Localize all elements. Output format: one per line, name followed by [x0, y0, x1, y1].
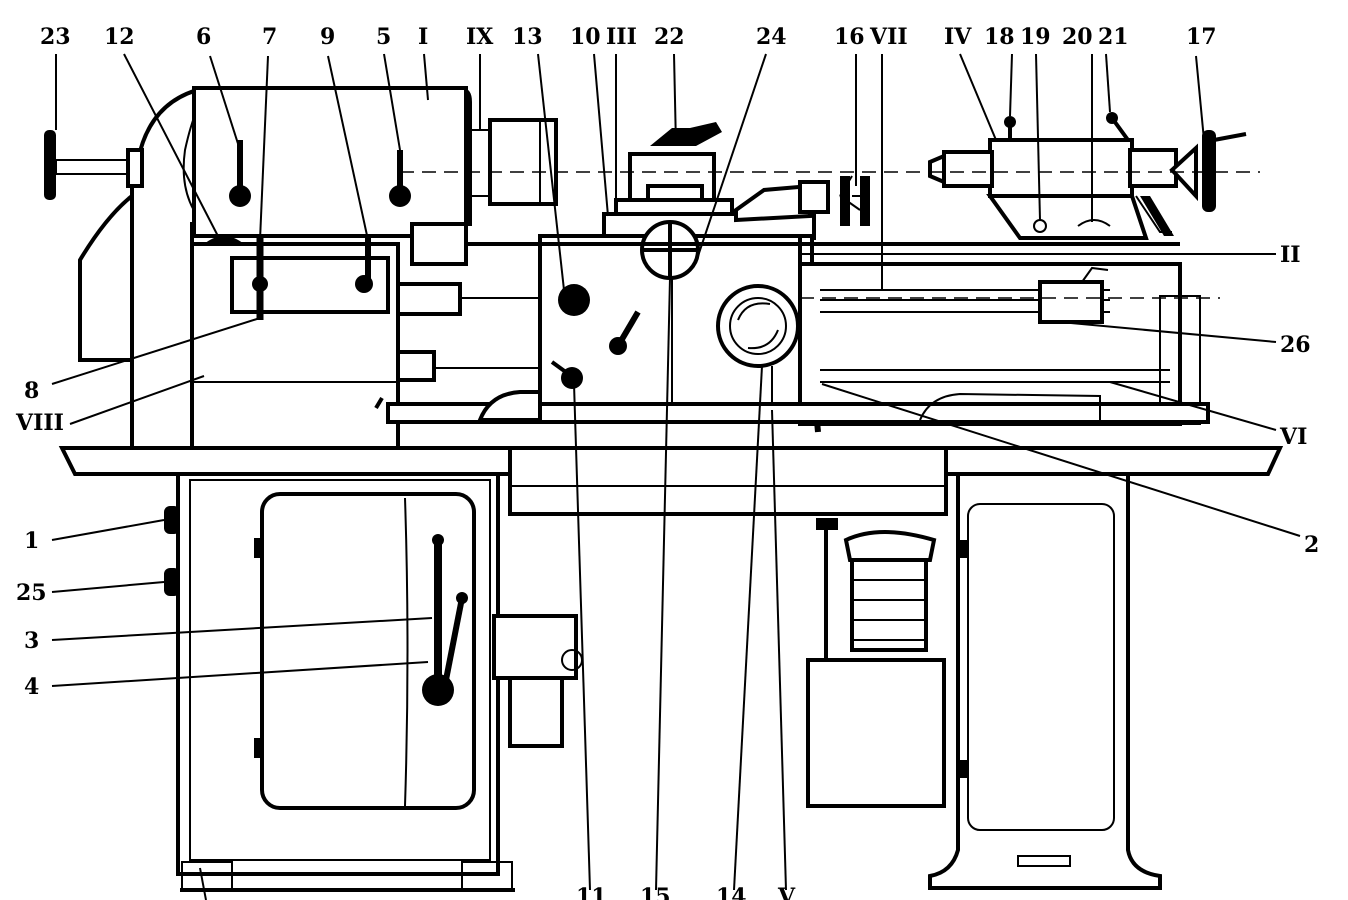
label-IV: IV	[944, 24, 972, 50]
label-1: 1	[24, 528, 39, 554]
label-II: II	[1280, 242, 1301, 268]
label-11: 11	[576, 884, 607, 900]
leader-lines	[51, 53, 1301, 900]
label-15: 15	[640, 884, 671, 900]
label-5: 5	[376, 24, 391, 50]
label-III: III	[606, 24, 637, 50]
follower-rest	[734, 175, 870, 226]
headstock	[44, 85, 558, 450]
label-25: 25	[16, 580, 47, 606]
label-10: 10	[570, 24, 601, 50]
bed-ways	[374, 242, 1210, 426]
label-3: 3	[24, 628, 39, 654]
label-26: 26	[1280, 332, 1311, 358]
left-pedestal	[164, 472, 583, 892]
label-VI: VI	[1279, 424, 1307, 450]
label-19: 19	[1020, 24, 1051, 50]
label-14: 14	[716, 884, 747, 900]
label-I: I	[418, 24, 428, 50]
callout-labels: 23 12 6 7 9 5 I IX 13 10 III 22 24 16 VI…	[15, 24, 1319, 900]
label-16: 16	[834, 24, 865, 50]
label-8: 8	[24, 378, 39, 404]
label-9: 9	[320, 24, 335, 50]
right-pedestal	[928, 472, 1162, 890]
tailstock	[928, 112, 1247, 240]
label-20: 20	[1062, 24, 1093, 50]
label-12: 12	[104, 24, 135, 50]
label-4: 4	[24, 674, 39, 700]
label-VIII: VIII	[15, 410, 64, 436]
motor	[806, 518, 946, 808]
label-VII: VII	[869, 24, 908, 50]
machine-bed	[58, 446, 1284, 516]
label-IX: IX	[466, 24, 494, 50]
label-23: 23	[40, 24, 71, 50]
label-V: V	[777, 884, 796, 900]
label-17: 17	[1186, 24, 1217, 50]
label-24: 24	[756, 24, 787, 50]
label-6: 6	[196, 24, 211, 50]
carriage	[538, 122, 831, 433]
label-13: 13	[512, 24, 543, 50]
label-22: 22	[654, 24, 685, 50]
label-7: 7	[262, 24, 277, 50]
label-18: 18	[984, 24, 1015, 50]
label-21: 21	[1098, 24, 1129, 50]
label-2: 2	[1304, 532, 1319, 558]
